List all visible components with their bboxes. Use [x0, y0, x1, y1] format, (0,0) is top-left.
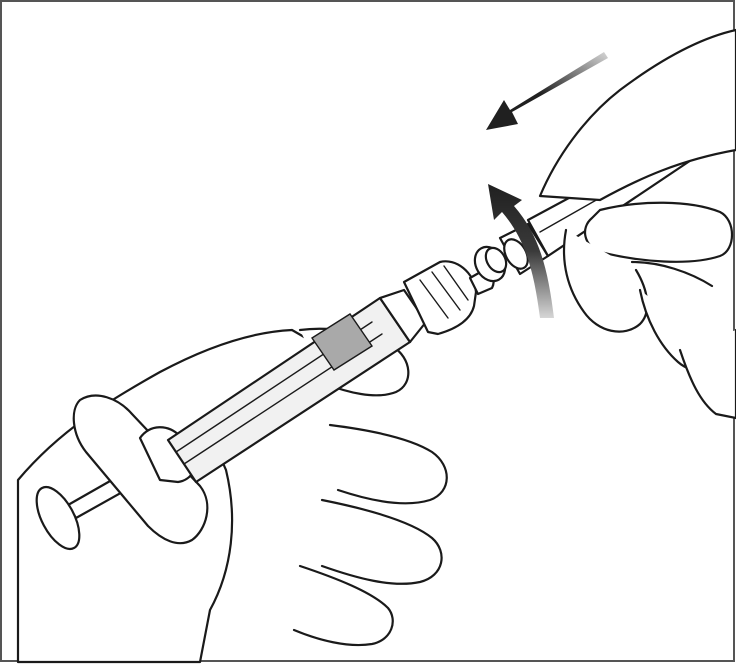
right-hand-thumb [585, 203, 732, 262]
